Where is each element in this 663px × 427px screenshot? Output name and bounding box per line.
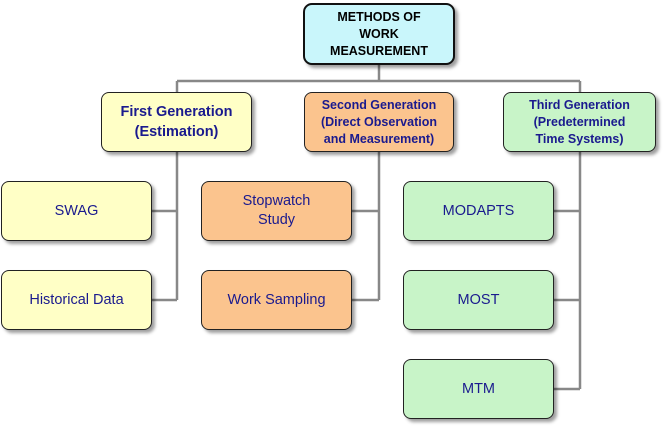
second-generation-node: Second Generation (Direct Observation an… [304, 92, 454, 152]
root-node-label: METHODS OF WORK MEASUREMENT [330, 9, 428, 58]
most-node: MOST [403, 270, 554, 330]
third-generation-label: Third Generation (Predetermined Time Sys… [529, 97, 630, 146]
root-node: METHODS OF WORK MEASUREMENT [303, 3, 455, 65]
second-generation-label: Second Generation (Direct Observation an… [320, 97, 437, 146]
swag-label: SWAG [54, 202, 99, 219]
historical-data-node: Historical Data [1, 270, 152, 330]
first-generation-label: First Generation (Estimation) [120, 104, 233, 140]
stopwatch-study-node: Stopwatch Study [201, 181, 352, 241]
most-label: MOST [457, 291, 500, 308]
modapts-node: MODAPTS [403, 181, 554, 241]
third-generation-node: Third Generation (Predetermined Time Sys… [503, 92, 656, 152]
work-sampling-label: Work Sampling [227, 291, 326, 308]
stopwatch-study-label: Stopwatch Study [242, 193, 311, 228]
swag-node: SWAG [1, 181, 152, 241]
work-sampling-node: Work Sampling [201, 270, 352, 330]
mtm-node: MTM [403, 359, 554, 419]
modapts-label: MODAPTS [442, 202, 515, 219]
historical-data-label: Historical Data [29, 291, 124, 308]
first-generation-node: First Generation (Estimation) [101, 92, 252, 152]
mtm-label: MTM [461, 380, 495, 397]
